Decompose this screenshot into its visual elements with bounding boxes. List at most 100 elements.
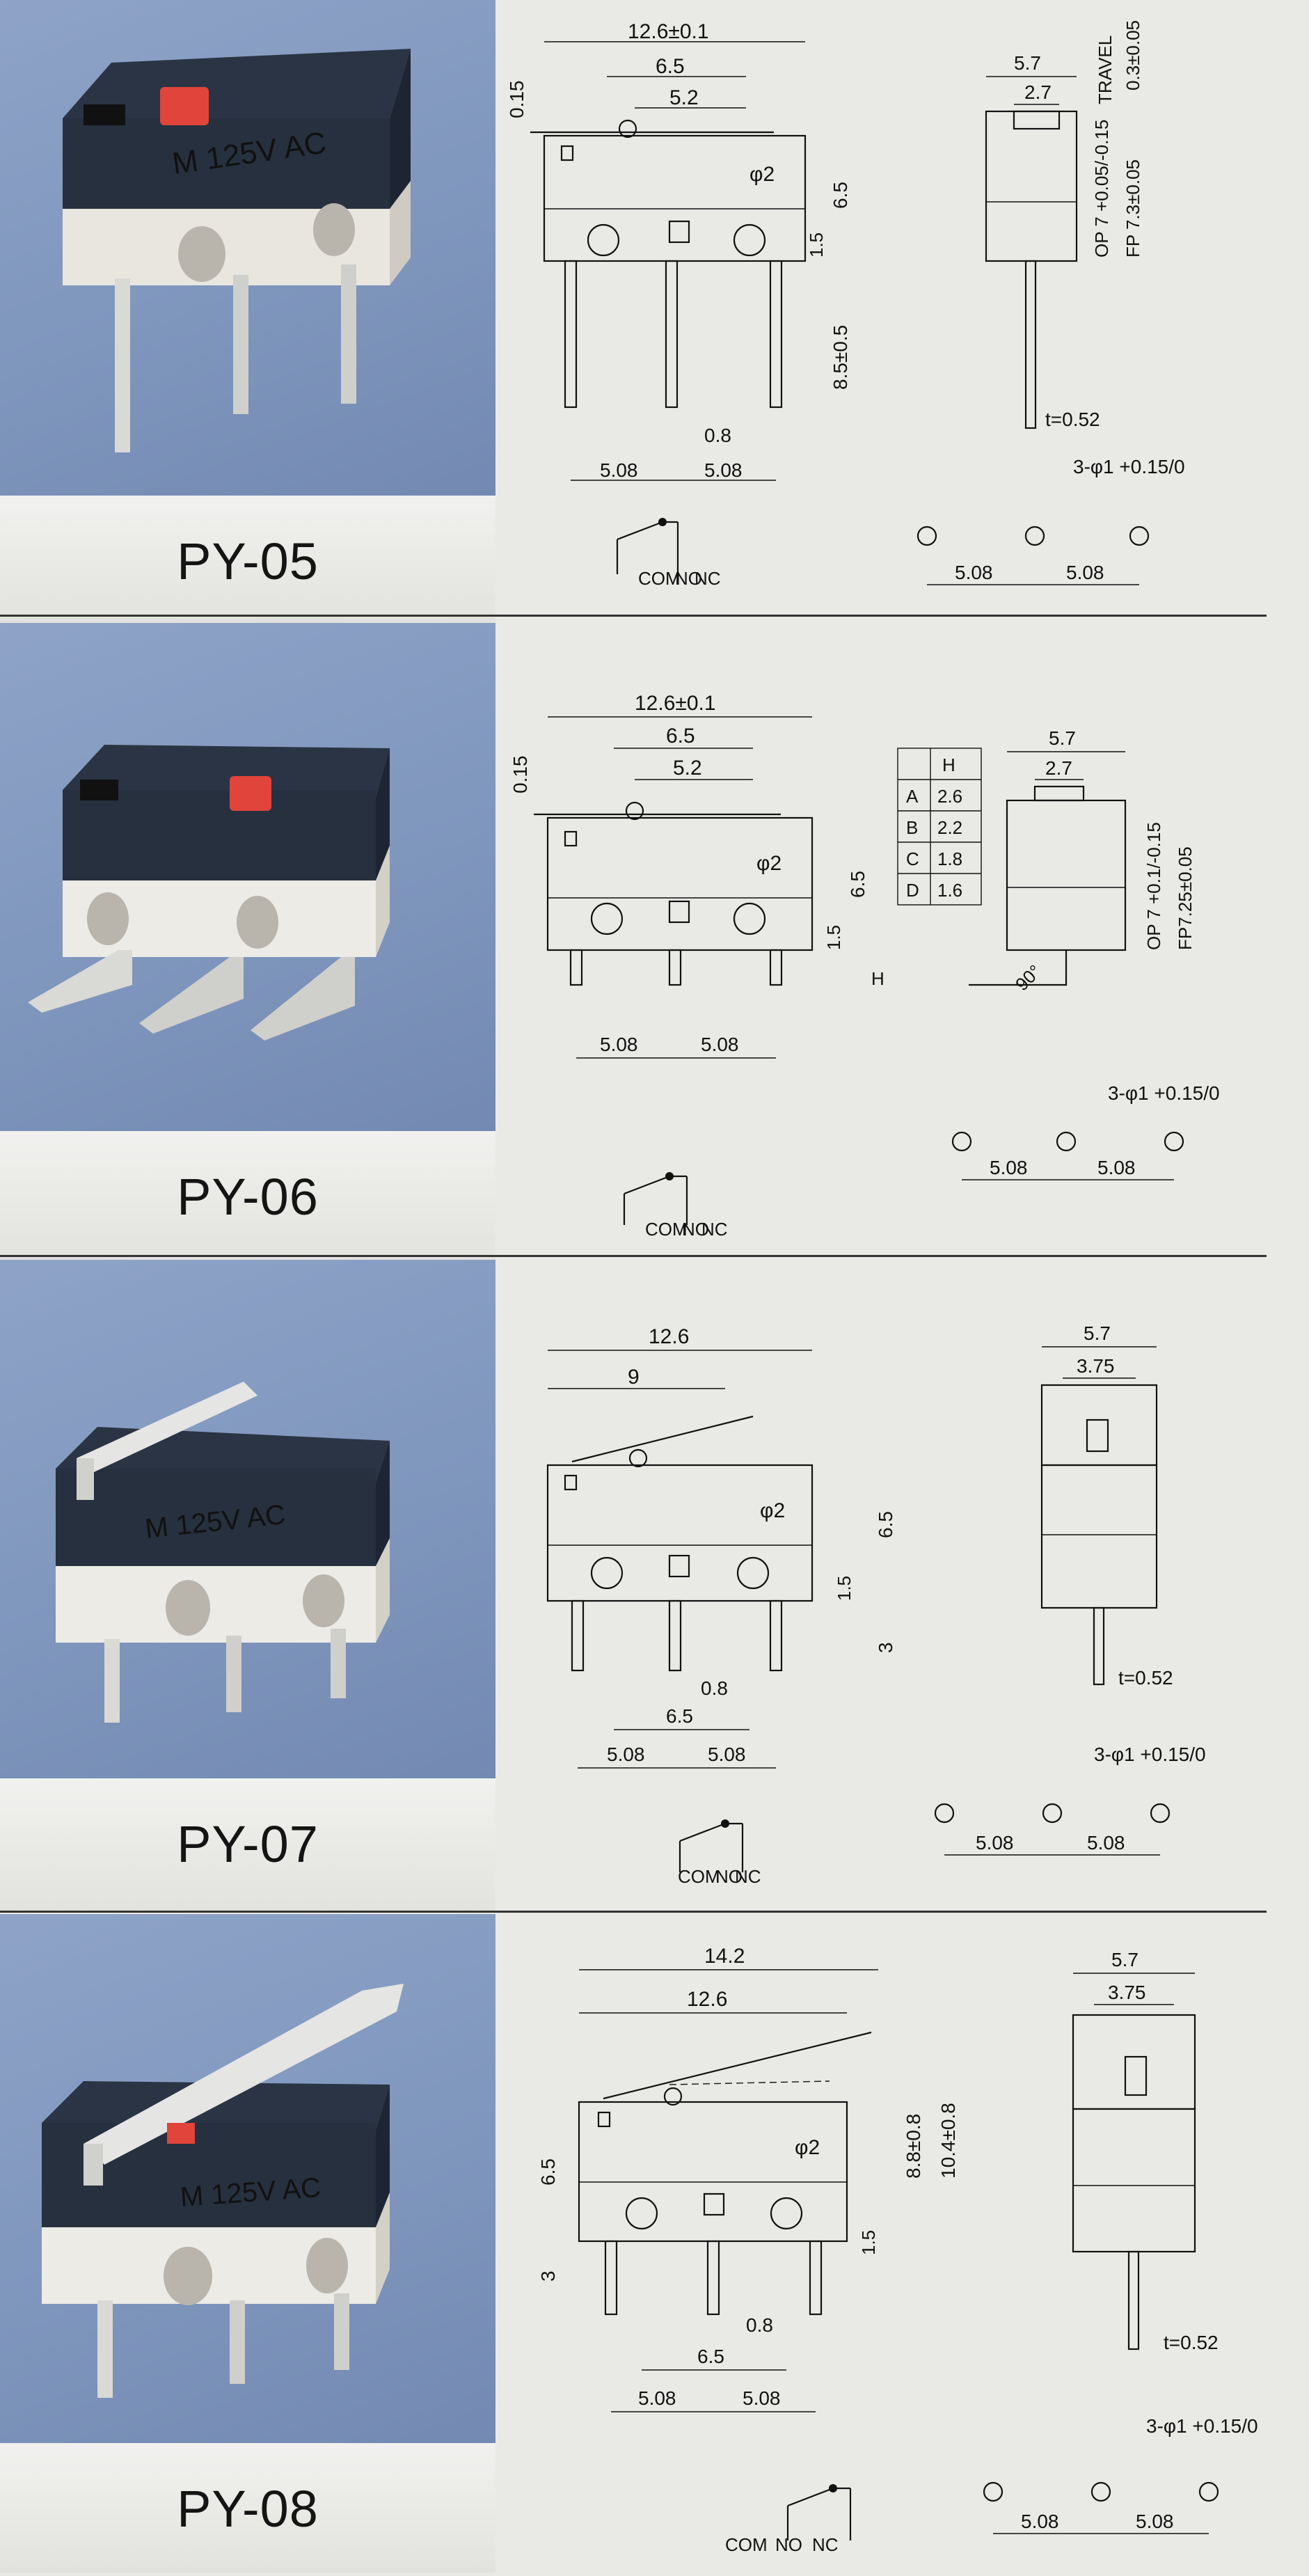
holes-pitch-2: 5.08: [1087, 1832, 1125, 1854]
dim-hole: φ2: [756, 852, 782, 875]
dim-gap: 0.15: [509, 756, 531, 794]
holes-pitch-1: 5.08: [976, 1832, 1014, 1854]
dim-width: 14.2: [704, 1945, 745, 1968]
model-name: PY-05: [177, 532, 319, 590]
op-dim: OP 7 +0.1/-0.15: [1143, 822, 1164, 950]
holes-spec: 3-φ1 +0.15/0: [1073, 456, 1185, 477]
table-cell: C: [906, 848, 919, 869]
dim-width: 12.6±0.1: [635, 692, 716, 715]
dim-pitch-1: 5.08: [607, 1744, 645, 1765]
product-row-py08: M 125V AC PY-08 14.2 12.6: [0, 1914, 1309, 2573]
product-photo: M 125V AC: [0, 0, 495, 496]
drawing-area: 12.6±0.1 6.5 5.2 0.15 φ2 6.5 1.5 H: [495, 623, 1309, 1260]
model-name: PY-07: [177, 1815, 319, 1873]
drawing-area: 12.6 9 φ2 6.5 1.5 3 0.8 6.5: [495, 1260, 1309, 1911]
travel-label: TRAVEL: [1095, 35, 1116, 104]
thickness-dim: t=0.52: [1045, 409, 1100, 430]
dim-pin-length: 3: [875, 1642, 896, 1653]
circuit-nc: NC: [701, 1219, 728, 1240]
dim-d2: 5.2: [673, 757, 702, 780]
dim-pin-width: 0.8: [746, 2314, 773, 2336]
model-name: PY-06: [177, 1168, 319, 1226]
circuit-com: COM: [678, 1866, 720, 1887]
dim-offset: 1.5: [806, 232, 827, 258]
model-label: PY-08: [0, 2443, 495, 2573]
dim-width: 12.6±0.1: [628, 20, 709, 43]
dim-hole: φ2: [795, 2136, 820, 2159]
holes-pitch-2: 5.08: [1066, 562, 1104, 583]
dim-offset: 1.5: [858, 2230, 879, 2255]
circuit-com: COM: [638, 568, 681, 589]
dim-offset: 1.5: [834, 1576, 855, 1601]
model-label: PY-05: [0, 496, 495, 623]
end-width-2: 3.75: [1108, 1982, 1146, 2003]
table-cell: A: [906, 786, 919, 807]
table-cell: 1.6: [937, 880, 962, 901]
h-table: H A 2.6 B 2.2 C 1.8 D 1.6: [897, 748, 982, 906]
dim-pin-length: 8.5±0.5: [830, 325, 851, 390]
product-row-py05: M 125V AC PY-05 12.6±0.1 6.5 5.2 0.15: [0, 0, 1309, 623]
circuit-com: COM: [645, 1219, 688, 1240]
dim-h1: 8.8±0.8: [903, 2114, 924, 2179]
dim-H: H: [871, 968, 884, 989]
dim-pitch-1: 5.08: [600, 1034, 638, 1055]
dim-pitch-1: 5.08: [638, 2387, 676, 2409]
travel-value: 0.3±0.05: [1122, 20, 1143, 90]
product-photo: M 125V AC: [0, 1260, 495, 1778]
row-separator: [0, 1255, 1267, 1257]
dim-offset: 1.5: [823, 925, 844, 950]
dim-d1: 6.5: [656, 55, 685, 78]
holes-spec: 3-φ1 +0.15/0: [1094, 1744, 1206, 1765]
circuit-nc: NC: [735, 1866, 761, 1887]
holes-pitch-2: 5.08: [1136, 2511, 1174, 2532]
table-header-h: H: [942, 754, 955, 775]
holes-pitch-2: 5.08: [1097, 1157, 1136, 1178]
table-cell: B: [906, 817, 918, 838]
dim-pin-width: 0.8: [701, 1677, 728, 1699]
dim-hole: φ2: [760, 1499, 785, 1522]
row-separator: [0, 615, 1267, 617]
dim-gap: 0.15: [506, 81, 527, 119]
thickness-dim: t=0.52: [1118, 1667, 1173, 1689]
end-width: 5.7: [1049, 727, 1076, 749]
product-photo: [0, 623, 495, 1131]
circuit-no: NO: [715, 1866, 743, 1887]
angle-dim: 90°: [1011, 961, 1045, 995]
product-photo: M 125V AC: [0, 1914, 495, 2443]
holes-spec: 3-φ1 +0.15/0: [1108, 1082, 1220, 1104]
drawing-area: 14.2 12.6 φ2 6.5 3 1.5 8.8±0.8 10.4±0.8: [495, 1914, 1309, 2573]
circuit-nc: NC: [812, 2534, 839, 2555]
dim-pitch-2: 5.08: [743, 2387, 781, 2409]
thickness-dim: t=0.52: [1164, 2332, 1219, 2353]
dim-pin-length: 3: [537, 2270, 559, 2282]
dim-h2: 10.4±0.8: [937, 2103, 959, 2179]
dim-pitch-2: 5.08: [708, 1744, 746, 1765]
circuit-no: NO: [675, 568, 702, 589]
fp-dim: FP 7.3±0.05: [1122, 159, 1143, 258]
end-width-2: 2.7: [1045, 757, 1072, 779]
table-cell: 2.6: [937, 786, 962, 807]
table-cell: 2.2: [937, 817, 962, 838]
dim-d1: 9: [628, 1366, 640, 1389]
dim-mid: 6.5: [697, 2346, 724, 2367]
product-row-py06: PY-06 12.6±0.1 6.5 5.2 0.15 φ2 6.5: [0, 623, 1309, 1260]
row-separator: [0, 1911, 1267, 1913]
holes-pitch-1: 5.08: [1021, 2511, 1059, 2532]
dim-height: 6.5: [537, 2158, 559, 2186]
product-row-py07: M 125V AC PY-07 12.6 9: [0, 1260, 1309, 1913]
model-label: PY-06: [0, 1131, 495, 1260]
drawing-area: 12.6±0.1 6.5 5.2 0.15 φ2 6.5 1.5 8.5±0.5: [495, 0, 1309, 623]
end-width-2: 3.75: [1077, 1355, 1115, 1377]
dim-height: 6.5: [847, 871, 868, 898]
end-width: 5.7: [1014, 52, 1041, 74]
dim-pin-width: 0.8: [704, 425, 731, 446]
dim-height: 6.5: [830, 182, 851, 209]
end-width-2: 2.7: [1024, 81, 1052, 103]
holes-pitch-1: 5.08: [990, 1157, 1028, 1178]
model-name: PY-08: [177, 2480, 319, 2538]
dim-hole: φ2: [749, 163, 775, 186]
table-cell: 1.8: [937, 848, 962, 869]
dim-pitch-2: 5.08: [701, 1034, 739, 1055]
fp-dim: FP7.25±0.05: [1175, 846, 1196, 950]
